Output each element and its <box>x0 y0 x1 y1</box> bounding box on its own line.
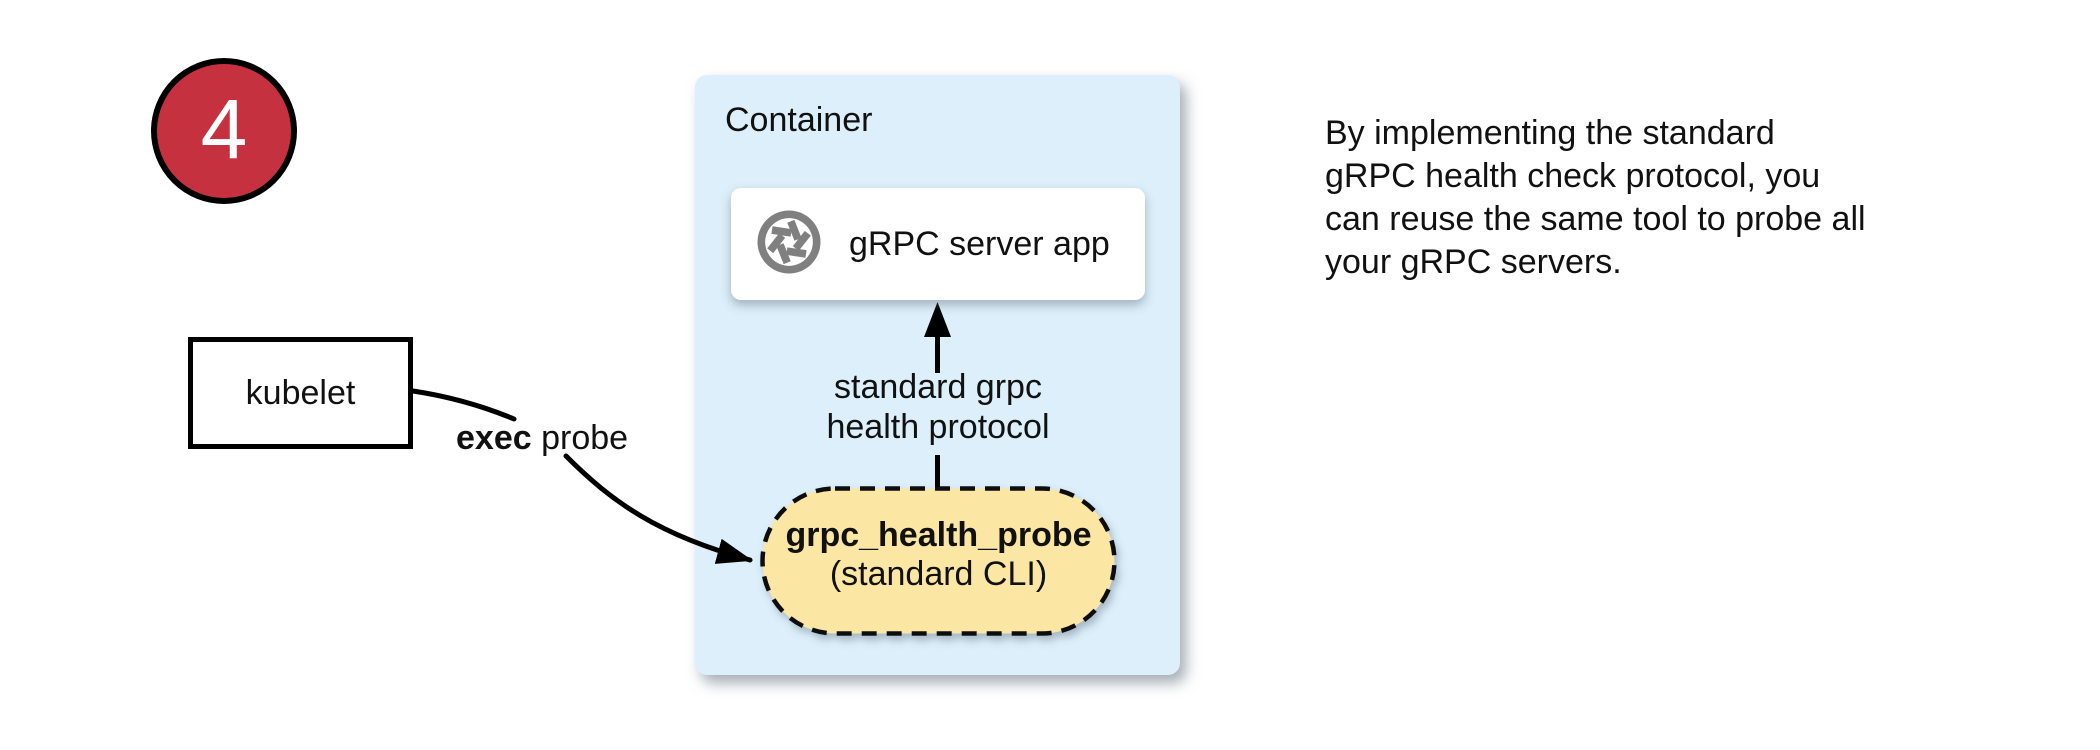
exec-probe-arrow-end <box>563 453 753 564</box>
grpc-server-app-card: gRPC server app <box>731 188 1145 300</box>
health-protocol-label: standard grpc health protocol <box>778 367 1098 447</box>
health-protocol-arrowhead <box>924 302 951 337</box>
probe-pill-subtitle: (standard CLI) <box>829 555 1048 593</box>
kubelet-box: kubelet <box>188 337 413 449</box>
note-paragraph: By implementing the standard gRPC health… <box>1325 112 1925 284</box>
grpc-server-app-label: gRPC server app <box>849 224 1110 263</box>
container-label: Container <box>725 101 873 139</box>
probe-pill-shape <box>760 486 1117 636</box>
exec-probe-label: exec probe <box>456 419 628 458</box>
step-badge: 4 <box>151 58 297 204</box>
aperture-icon <box>753 206 825 283</box>
note-line2: gRPC health check protocol, you <box>1325 157 1821 195</box>
step-number: 4 <box>200 82 248 176</box>
exec-probe-label-regular: probe <box>531 419 629 457</box>
exec-probe-label-bold: exec <box>456 419 532 457</box>
kubelet-label: kubelet <box>245 373 356 412</box>
health-protocol-label-line1: standard grpc <box>834 368 1042 406</box>
note-line1: By implementing the standard <box>1325 114 1775 152</box>
note-line3: can reuse the same tool to probe all <box>1325 200 1866 238</box>
note-line4: your gRPC servers. <box>1325 243 1622 281</box>
exec-probe-arrow-start <box>410 388 517 422</box>
probe-pill-title: grpc_health_probe <box>785 516 1092 554</box>
health-protocol-label-line2: health protocol <box>826 408 1050 446</box>
probe-pill-text: grpc_health_probe (standard CLI) <box>760 515 1117 593</box>
